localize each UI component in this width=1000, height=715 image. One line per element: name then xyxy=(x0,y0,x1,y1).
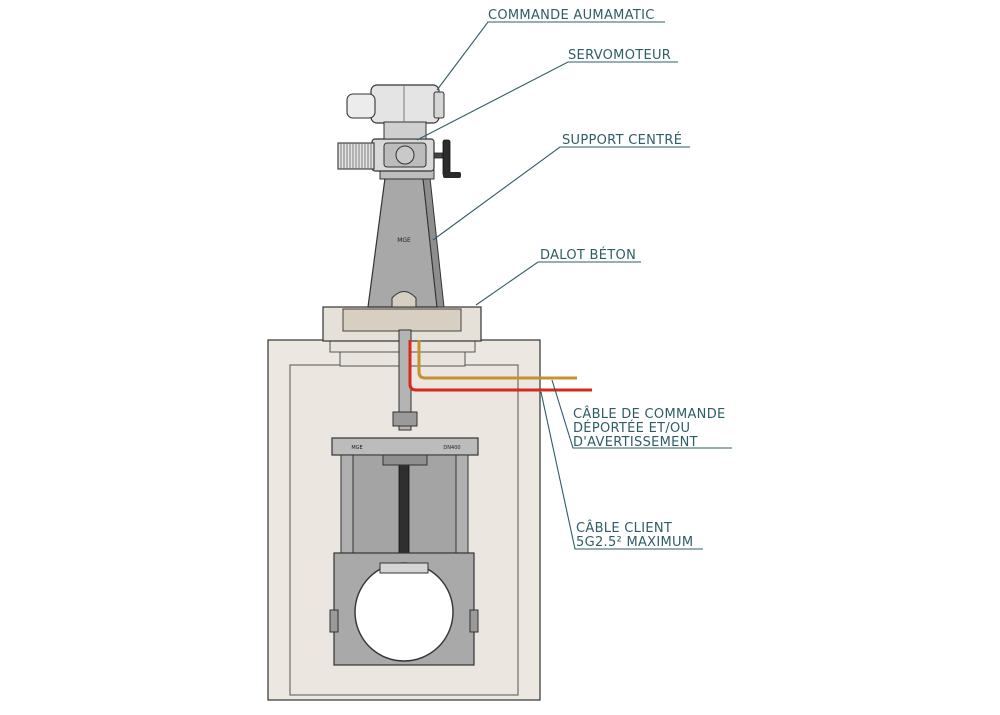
dalot-slab-inset xyxy=(342,308,462,332)
label-support-centre: SUPPORT CENTRÉ xyxy=(562,132,682,148)
support-arch xyxy=(391,291,417,308)
label-cable-client-line2: 5G2.5² MAXIMUM xyxy=(576,535,693,550)
aumamatic-cover-right xyxy=(433,91,445,119)
valve-frame-left-rail xyxy=(340,454,354,556)
label-servomoteur: SERVOMOTEUR xyxy=(568,48,671,63)
valve-body-left-ear xyxy=(329,609,339,633)
label-cable-commande-line3: D'AVERTISSEMENT xyxy=(573,435,698,450)
valve-yoke xyxy=(382,454,428,466)
pedestal-mark: MGE xyxy=(397,237,411,244)
label-dalot-beton: DALOT BÉTON xyxy=(540,247,636,263)
leader-commande xyxy=(436,21,665,91)
handwheel-icon xyxy=(442,139,451,177)
stem-coupling xyxy=(392,411,418,427)
cable-commande-deportee xyxy=(417,340,577,380)
leader-support xyxy=(432,146,690,241)
handwheel-grip xyxy=(443,172,461,178)
valve-spindle xyxy=(398,454,410,556)
aumamatic-cover-left xyxy=(346,93,376,119)
label-cable-client-line1: CÂBLE CLIENT xyxy=(576,520,672,536)
leader-servomoteur xyxy=(416,61,678,141)
label-commande-aumamatic: COMMANDE AUMAMATIC xyxy=(488,8,655,23)
commande-aumamatic xyxy=(370,84,440,124)
label-cable-commande-line1: CÂBLE DE COMMANDE xyxy=(573,406,726,422)
aumamatic-base xyxy=(383,121,427,140)
valve-mark-right: DN400 xyxy=(443,445,460,451)
valve-bore xyxy=(354,562,454,662)
valve-gate-edge xyxy=(379,562,429,574)
gearbox-boss xyxy=(395,145,415,165)
valve-body-right-ear xyxy=(469,609,479,633)
valve-frame-right-rail xyxy=(455,454,469,556)
label-cable-commande-line2: DÉPORTÉE ET/OU xyxy=(573,420,690,436)
leader-cable-commande xyxy=(551,379,732,449)
motor-cooling-fins xyxy=(340,143,372,169)
leader-cable-client xyxy=(540,391,703,550)
leader-dalot xyxy=(475,261,641,306)
cable-client xyxy=(408,340,592,392)
valve-mark-left: MGE xyxy=(351,445,362,451)
